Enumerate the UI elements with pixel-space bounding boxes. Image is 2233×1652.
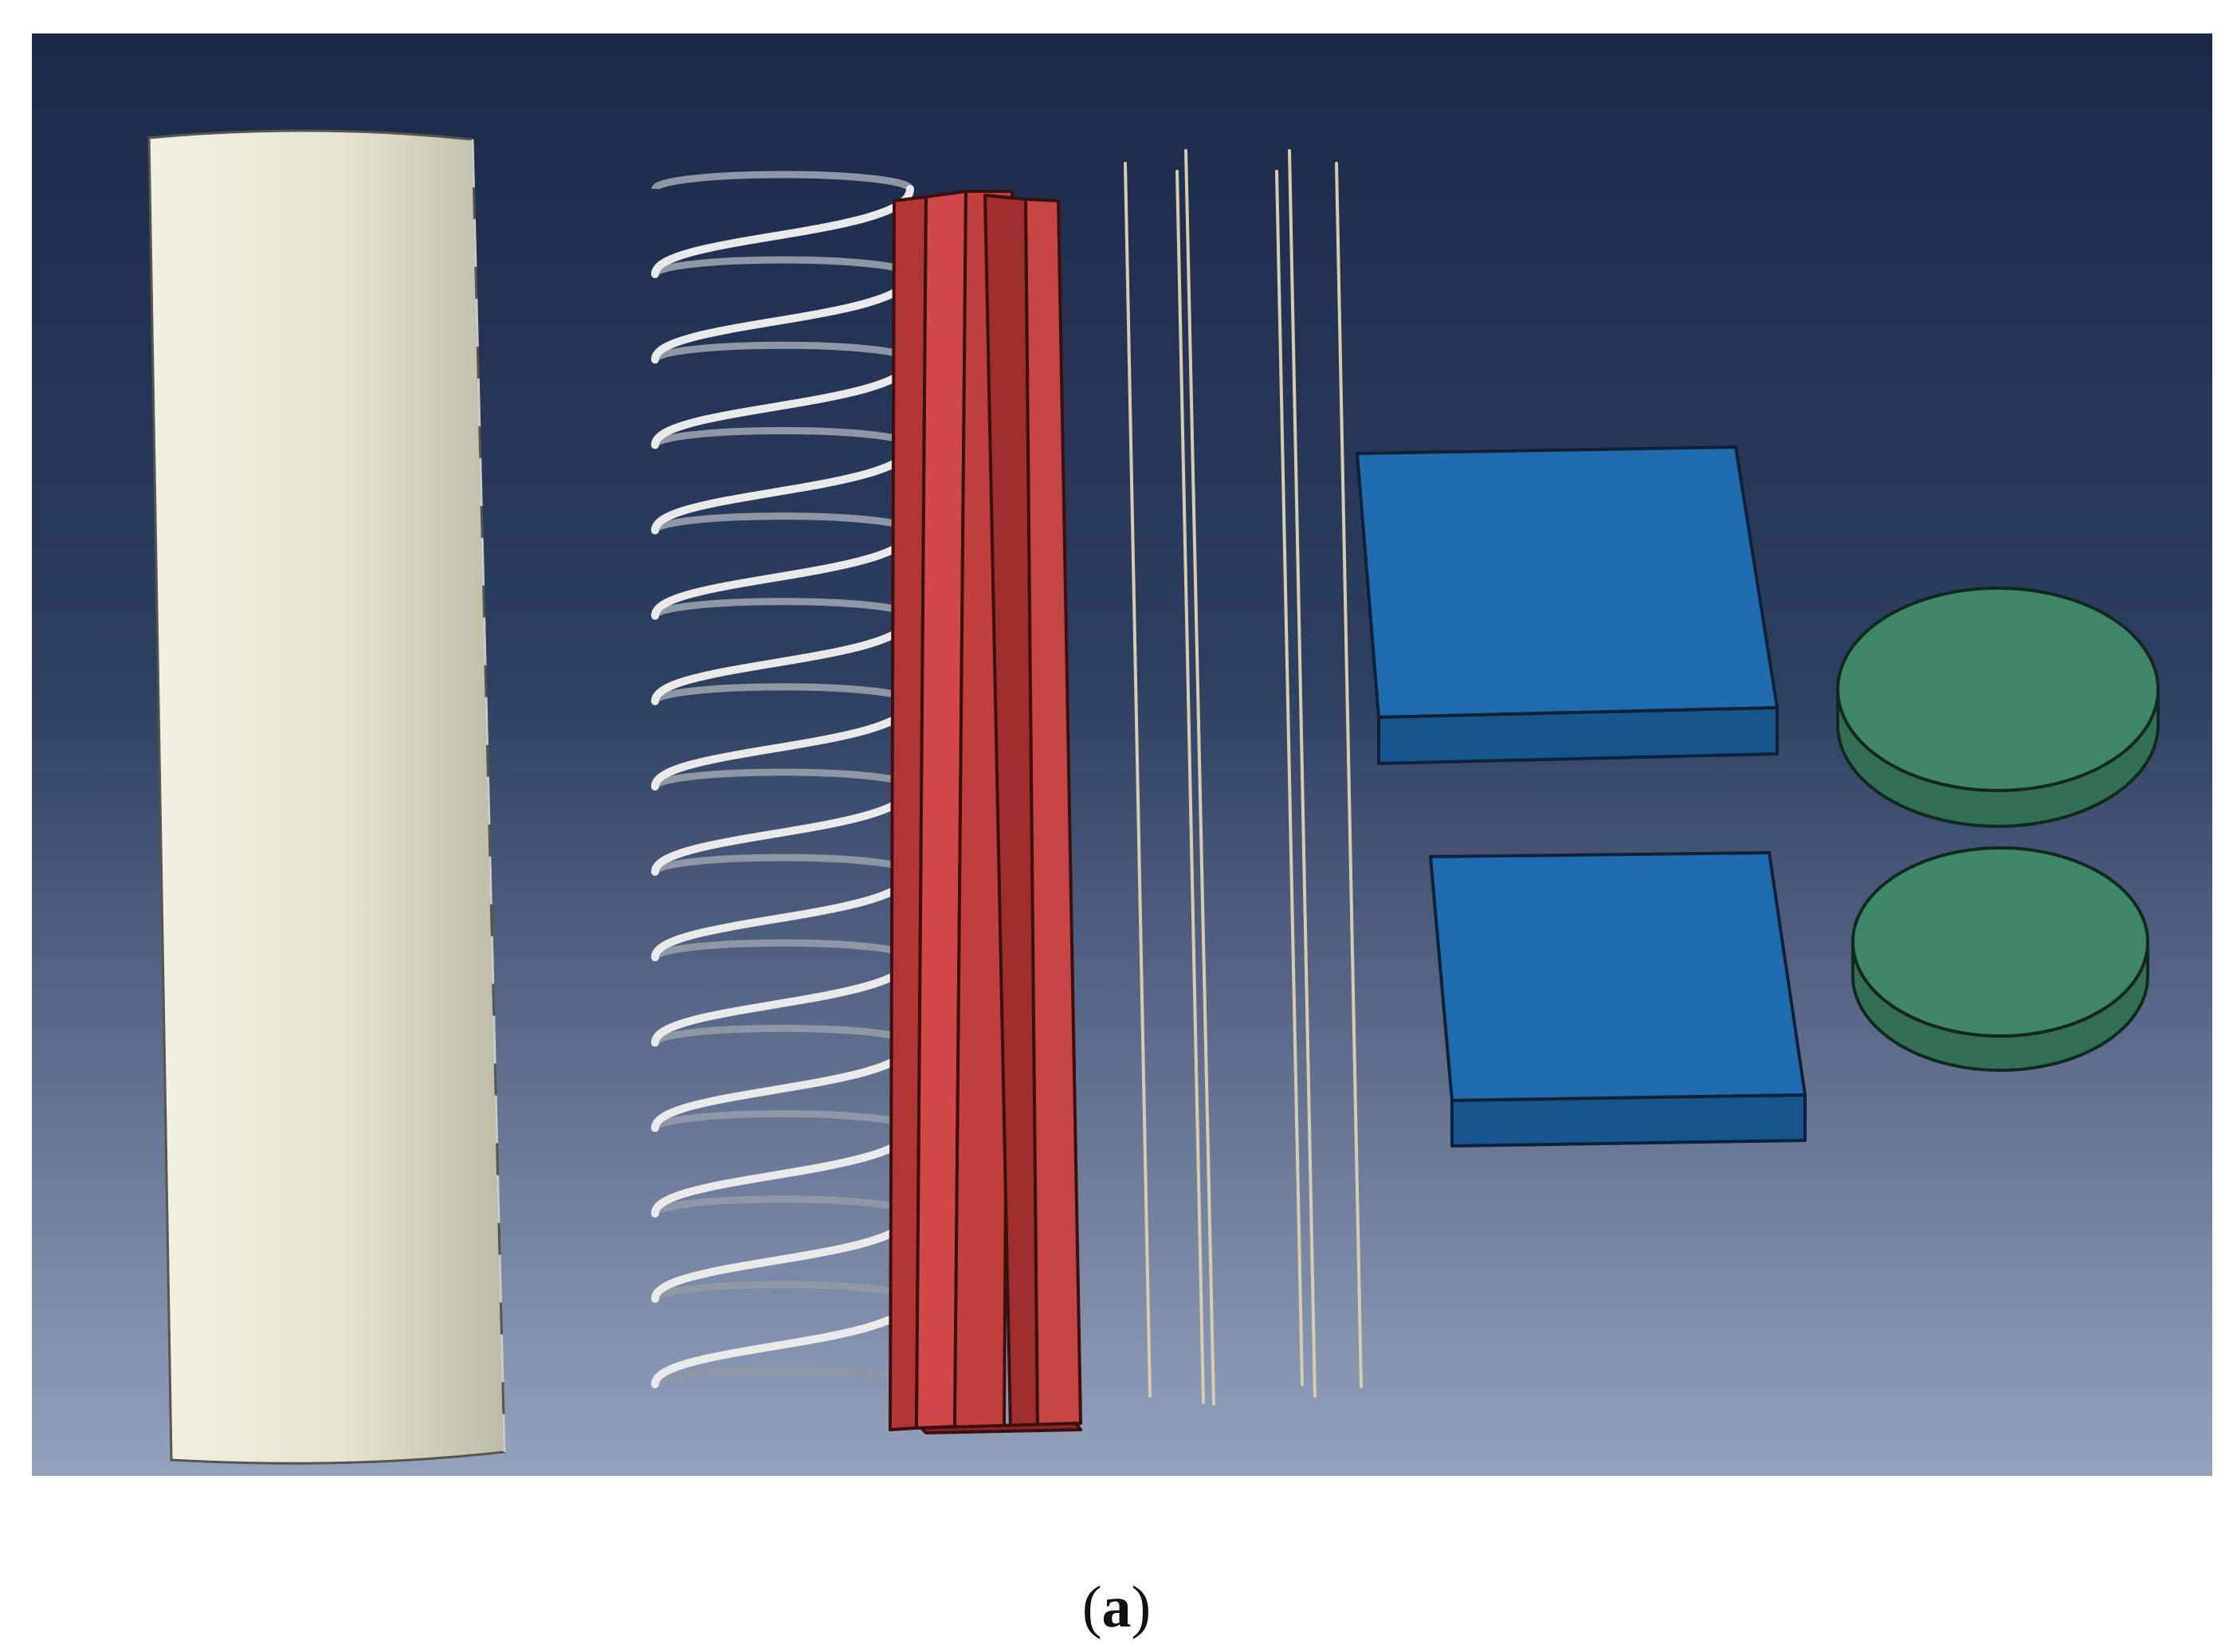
caption-open-paren: ( — [1081, 1575, 1102, 1640]
round-disc-top — [1836, 587, 2160, 828]
square-plate-top — [1356, 445, 1779, 765]
round-disc-bottom — [1851, 846, 2149, 1072]
figure-caption: (a) — [0, 1574, 2233, 1642]
rods — [1124, 149, 1363, 1406]
spring-coil-back — [651, 171, 914, 190]
outer-cylinder — [147, 129, 506, 1465]
model-viewport — [32, 33, 2212, 1476]
core-bar-bundle — [889, 190, 1082, 1434]
assembly-scene — [32, 33, 2212, 1476]
square-plate-bottom — [1429, 851, 1807, 1148]
caption-close-paren: ) — [1131, 1575, 1152, 1640]
caption-label: a — [1101, 1575, 1132, 1640]
